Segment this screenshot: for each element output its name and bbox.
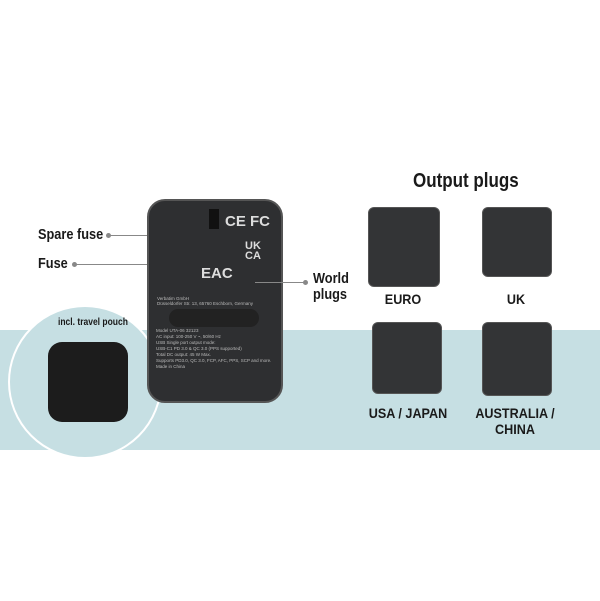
spec-line: USB Single port output mode: — [156, 340, 216, 345]
callout-line — [76, 264, 155, 265]
spec-line: AC input: 100-250 V ~, 50/60 Hz — [156, 334, 221, 339]
world-plugs-label: World plugs — [313, 270, 349, 303]
output-title: Output plugs — [413, 170, 519, 192]
spec-line: USB-C1 PD 3.0 & QC 3.0 (PPS supported) — [156, 346, 242, 351]
plug-euro-image — [368, 207, 440, 287]
plug-australia-label: AUSTRALIA / CHINA — [475, 405, 555, 437]
spare-fuse-label: Spare fuse — [38, 226, 104, 243]
spec-line: Made in China — [156, 364, 186, 369]
travel-pouch-image — [48, 342, 128, 422]
pouch-label: incl. travel pouch — [58, 317, 128, 328]
callout-dot — [72, 262, 77, 267]
ukca-mark: UK CA — [245, 240, 261, 262]
plug-usa-image — [372, 322, 442, 394]
spec-line: Supports PD3.0, QC 3.0, FCP, AFC, PPS, S… — [156, 358, 272, 363]
callout-dot — [106, 233, 111, 238]
socket — [169, 309, 259, 327]
plug-usa-label: USA / JAPAN — [368, 405, 448, 421]
plug-uk-label: UK — [506, 291, 526, 307]
slider — [209, 209, 219, 229]
spec-line: Total DC output: 45 W Max. — [156, 352, 212, 357]
spec-text: Model UTA-06 32123 AC input: 100-250 V ~… — [156, 328, 276, 370]
plug-australia-image — [482, 322, 552, 396]
callout-line — [110, 235, 155, 236]
ce-fc-mark: CE FC — [225, 213, 270, 230]
spec-line: Model UTA-06 32123 — [156, 328, 199, 333]
fuse-label: Fuse — [38, 255, 68, 272]
address: Düsseldorfer Str. 13, 65760 Eschborn, Ge… — [157, 301, 254, 306]
maker: Verbatim GmbH — [157, 296, 190, 301]
callout-dot — [303, 280, 308, 285]
plug-uk-image — [482, 207, 552, 277]
eac-mark: EAC — [201, 265, 233, 282]
plug-euro-label: EURO — [384, 291, 422, 307]
callout-line — [255, 282, 305, 283]
